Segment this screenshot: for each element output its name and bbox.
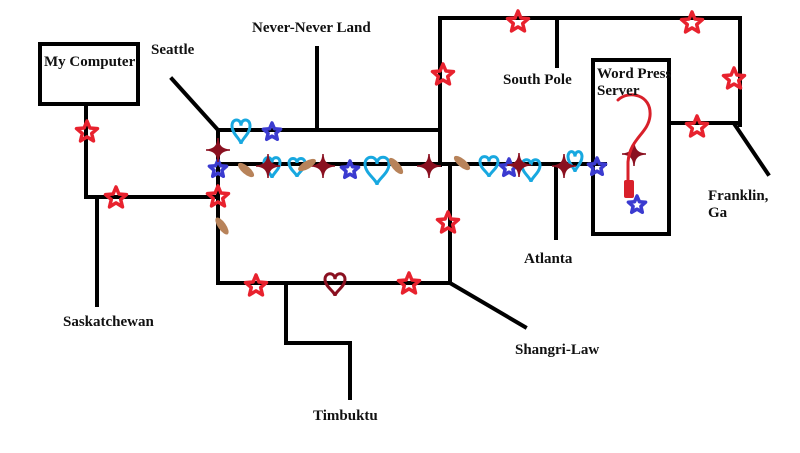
node-label-seattle: Seattle bbox=[151, 42, 195, 58]
question-mark-icon bbox=[616, 93, 652, 182]
leaf-icon bbox=[453, 155, 471, 171]
router-star-icon bbox=[74, 119, 100, 143]
node-label-my-computer: My Computer bbox=[44, 54, 136, 70]
question-mark-icon bbox=[624, 180, 634, 198]
sparkle-icon bbox=[506, 152, 532, 178]
heart-icon bbox=[323, 272, 347, 297]
heart-icon bbox=[262, 156, 282, 179]
node-label-word-press-server: Word Press Server bbox=[597, 66, 672, 99]
router-star-icon bbox=[721, 66, 747, 90]
node-label-saskatchewan: Saskatchewan bbox=[63, 314, 154, 330]
sparkle-icon bbox=[255, 153, 281, 179]
packet-star-icon bbox=[261, 121, 283, 142]
network-link bbox=[447, 280, 528, 330]
my-computer-box bbox=[38, 42, 140, 106]
router-star-icon bbox=[103, 185, 129, 209]
heart-icon bbox=[363, 155, 391, 186]
route-markers bbox=[74, 9, 747, 297]
sparkle-icon bbox=[621, 141, 647, 167]
router-star-icon bbox=[430, 62, 456, 86]
leaf-icon bbox=[215, 217, 229, 235]
node-label-shangri-law: Shangri-Law bbox=[515, 342, 600, 358]
packet-star-icon bbox=[586, 156, 608, 177]
word-press-server-box bbox=[591, 58, 671, 236]
leaf-icon bbox=[298, 158, 316, 172]
sparkle-icon bbox=[310, 153, 336, 179]
packet-star-icon bbox=[626, 194, 648, 215]
server-boxes bbox=[38, 42, 671, 236]
sparkle-icon bbox=[551, 153, 577, 179]
router-star-icon bbox=[396, 271, 422, 295]
router-star-icon bbox=[243, 273, 269, 297]
heart-icon bbox=[566, 150, 584, 173]
packet-star-icon bbox=[339, 159, 361, 180]
sparkle-icon bbox=[205, 137, 231, 163]
packet-star-icon bbox=[207, 158, 229, 179]
router-star-icon bbox=[679, 10, 705, 34]
node-label-franklin-ga: Franklin, Ga bbox=[708, 188, 769, 222]
heart-icon bbox=[230, 118, 252, 145]
heart-icon bbox=[478, 155, 500, 178]
network-link bbox=[732, 122, 771, 177]
network-link bbox=[169, 76, 221, 133]
heart-icon bbox=[520, 158, 542, 183]
sparkle-icon bbox=[416, 153, 442, 179]
node-label-never-never-land: Never-Never Land bbox=[252, 20, 371, 36]
router-star-icon bbox=[435, 210, 461, 234]
leaf-icon bbox=[388, 157, 404, 175]
heart-icon bbox=[287, 157, 307, 178]
router-star-icon bbox=[505, 9, 531, 33]
router-star-icon bbox=[684, 114, 710, 138]
node-label-atlanta: Atlanta bbox=[524, 251, 573, 267]
node-label-timbuktu: Timbuktu bbox=[313, 408, 378, 424]
node-label-south-pole: South Pole bbox=[503, 72, 572, 88]
router-star-icon bbox=[205, 184, 231, 208]
leaf-icon bbox=[237, 162, 255, 178]
